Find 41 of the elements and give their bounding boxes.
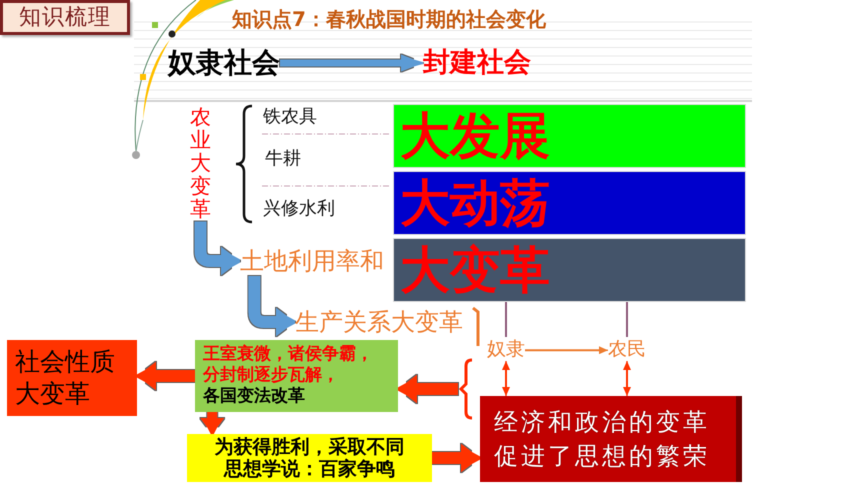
banner-text: 大动荡 <box>400 173 550 234</box>
double-arrow <box>502 361 510 396</box>
connector-line <box>626 302 628 337</box>
class-text: 农民 <box>608 337 646 361</box>
reform-text: 各国变法改革 <box>203 386 305 407</box>
connector-line <box>505 302 507 337</box>
block-arrow <box>248 276 295 336</box>
cause-text: 王室衰微，诸侯争霸，分封制逐步瓦解， <box>203 344 374 386</box>
block-arrow <box>398 374 458 404</box>
double-arrow <box>623 361 631 396</box>
banner-text: 大变革 <box>400 240 550 301</box>
block-arrow <box>280 54 423 72</box>
block-arrow <box>194 221 240 276</box>
arrow <box>525 346 608 354</box>
banner-panel <box>393 104 746 168</box>
block-arrow <box>432 444 480 472</box>
thought-box <box>187 434 432 482</box>
banner-panel <box>393 238 746 302</box>
term-text: 奴隶社会 <box>168 46 280 80</box>
list-item-text: 铁农具 <box>263 106 317 128</box>
outcome-text: 土地利用率和 <box>240 246 384 276</box>
section-tab <box>0 0 130 35</box>
block-arrow <box>200 412 224 434</box>
thought-text: 为获得胜利，采取不同思想学说：百家争鸣 <box>214 436 406 480</box>
cause-box <box>195 340 398 412</box>
tab-text: 知识梳理 <box>19 4 111 32</box>
banner-panel <box>393 171 746 235</box>
outcome-text: 生产关系大变革 <box>295 307 463 337</box>
term-text: 封建社会 <box>423 46 531 80</box>
conclusion-box <box>480 396 742 482</box>
result-text: 社会性质大变革 <box>15 346 116 410</box>
block-arrow <box>137 362 195 390</box>
vertical-heading: 农业大变革 <box>190 106 211 222</box>
brace-symbol <box>458 358 474 420</box>
conclusion-text: 经济和政治的变革促进了思想的繁荣 <box>494 407 711 472</box>
class-text: 奴隶 <box>487 337 525 361</box>
result-box <box>7 340 137 416</box>
list-item-text: 牛耕 <box>265 148 301 170</box>
banner-text: 大发展 <box>400 106 550 167</box>
list-item-text: 兴修水利 <box>263 198 335 220</box>
slide-title: 知识点7：春秋战国时期的社会变化 <box>232 6 546 32</box>
